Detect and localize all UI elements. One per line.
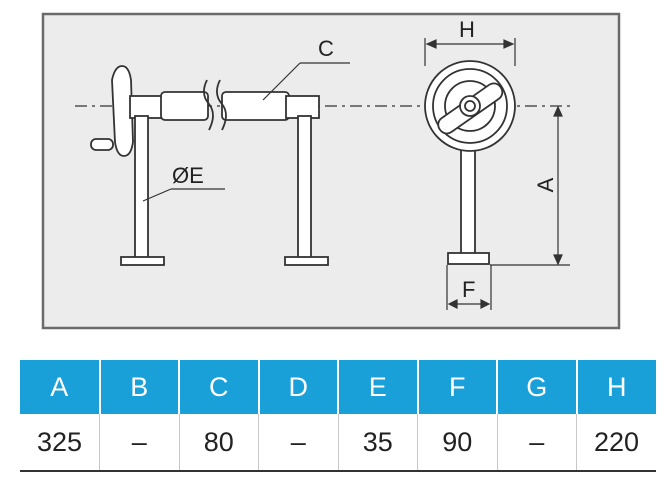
value-cell-e: 35 [337, 414, 418, 472]
front-view [424, 60, 516, 265]
header-cell-f: F [416, 360, 497, 414]
table-header-row: A B C D E F G H [20, 360, 656, 414]
break-symbol [203, 79, 227, 131]
header-cell-g: G [496, 360, 577, 414]
value-cell-c: 80 [178, 414, 259, 472]
value-cell-d: – [258, 414, 338, 472]
label-a: A [533, 177, 558, 192]
side-view [90, 65, 329, 266]
label-h: H [459, 17, 475, 42]
label-c: C [318, 36, 334, 61]
value-cell-b: – [99, 414, 179, 472]
header-cell-h: H [575, 360, 656, 414]
dimensions-table: A B C D E F G H 325 – 80 – 35 90 – 220 [20, 360, 656, 472]
header-cell-e: E [337, 360, 418, 414]
label-e: ØE [172, 163, 204, 188]
dimension-h [424, 38, 516, 66]
value-cell-g: – [496, 414, 577, 472]
value-cell-h: 220 [576, 414, 656, 472]
value-cell-a: 325 [20, 414, 100, 472]
c-leader-line [262, 62, 301, 101]
label-f: F [462, 277, 475, 302]
value-cell-f: 90 [417, 414, 497, 472]
header-cell-d: D [257, 360, 338, 414]
e-leader-line [142, 188, 172, 202]
header-cell-c: C [178, 360, 259, 414]
table-row: 325 – 80 – 35 90 – 220 [20, 414, 656, 472]
header-cell-b: B [98, 360, 179, 414]
drawing-frame [41, 12, 621, 330]
roller-stand-drawing: C ØE H A F [41, 12, 621, 330]
dimension-f [446, 265, 492, 310]
dimension-a [490, 105, 570, 266]
header-cell-a: A [20, 360, 100, 414]
